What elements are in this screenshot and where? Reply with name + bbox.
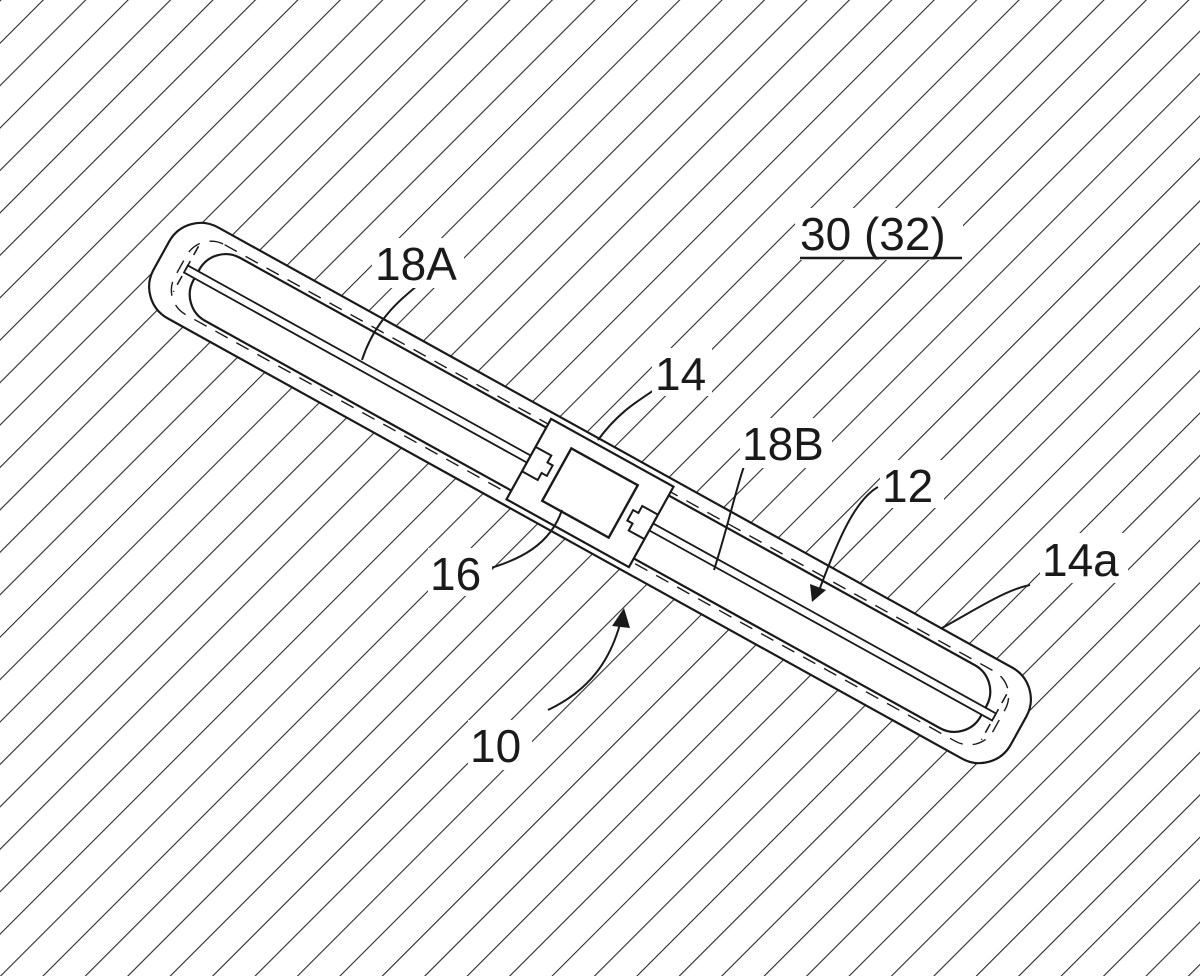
label-tag: 10 <box>470 720 521 772</box>
label-antenna-b: 18B <box>742 418 824 470</box>
label-module: 12 <box>882 460 933 512</box>
label-material: 30 (32) <box>800 208 946 260</box>
label-substrate-face: 14a <box>1042 534 1119 586</box>
label-ic-chip: 16 <box>430 548 481 600</box>
label-substrate: 14 <box>655 348 706 400</box>
label-antenna-a: 18A <box>375 238 457 290</box>
